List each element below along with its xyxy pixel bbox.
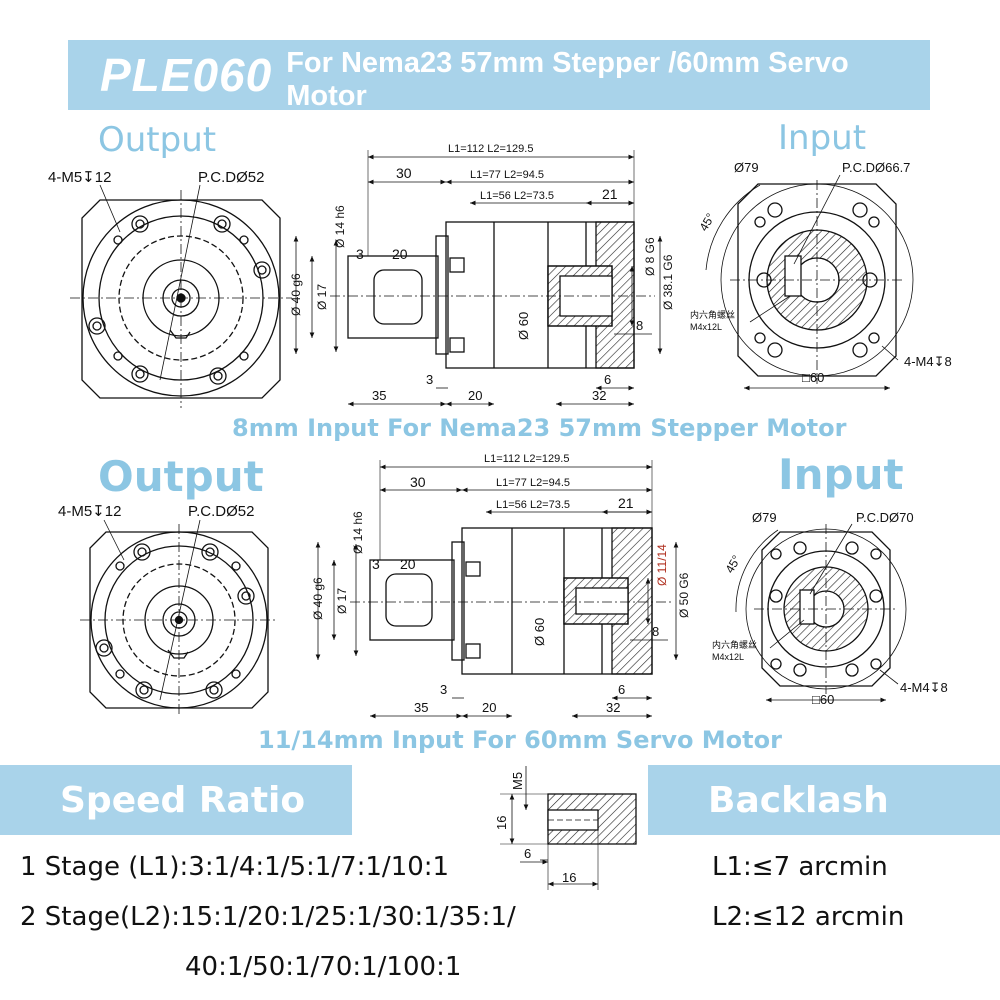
dim-l1-2: L1=56 L2=73.5	[496, 499, 570, 511]
input-view-2	[735, 523, 907, 703]
dim-phi40-1: Ø 40 g6	[289, 273, 303, 316]
input-holes-1: 4-M4↧8	[904, 354, 952, 369]
screw-1: M4x12L	[690, 322, 722, 332]
square-60-2: □60	[812, 692, 834, 707]
detail-16a: 16	[494, 816, 509, 830]
input-pcd-1: P.C.DØ66.7	[842, 160, 910, 175]
dim-l3-2: L1=112 L2=129.5	[484, 453, 569, 465]
dim-phi-input-2: Ø 11/14	[655, 544, 669, 586]
dim-8-2: 8	[652, 624, 659, 639]
dim-20b-2: 20	[482, 700, 496, 715]
input-view-1	[705, 174, 914, 391]
detail-m5: M5	[510, 772, 525, 790]
stage1-ratios: 1 Stage (L1):3:1/4:1/5:1/7:1/10:1	[20, 852, 450, 882]
angle-45-2: 45°	[722, 553, 743, 576]
dim-phi60-1: Ø 60	[516, 312, 531, 340]
dim-phi14-2: Ø 14 h6	[351, 511, 365, 554]
input-label-2: Input	[778, 450, 904, 499]
dim-30-1: 30	[396, 165, 412, 181]
backlash-l2: L2:≤12 arcmin	[712, 902, 905, 932]
output-pcd-2: P.C.DØ52	[188, 503, 254, 520]
side-view-1	[293, 150, 663, 407]
stage2-ratios-line2: 40:1/50:1/70:1/100:1	[185, 952, 462, 982]
dim-8-1: 8	[636, 318, 643, 333]
dim-phi-bore-2: Ø 50 G6	[677, 572, 691, 618]
title-banner: PLE060 For Nema23 57mm Stepper /60mm Ser…	[68, 40, 930, 112]
caption-1: 8mm Input For Nema23 57mm Stepper Motor	[232, 414, 847, 442]
dim-phi40-2: Ø 40 g6	[311, 577, 325, 620]
input-view-1-labels: Ø79 P.C.DØ66.7 45° 内六角螺丝 M4x12L 4-M4↧8 □…	[690, 160, 952, 385]
dim-phi14-1: Ø 14 h6	[333, 205, 347, 248]
dim-20b-1: 20	[468, 388, 482, 403]
output-view-2	[80, 519, 278, 716]
side-view-2-labels: L1=112 L2=129.5 L1=77 L2=94.5 L1=56 L2=7…	[311, 453, 691, 715]
caption-2: 11/14mm Input For 60mm Servo Motor	[258, 726, 782, 754]
detail-drawing	[500, 766, 637, 890]
backlash-l1: L1:≤7 arcmin	[712, 852, 888, 882]
dim-20-2: 20	[400, 556, 416, 572]
angle-45-1: 45°	[696, 211, 717, 234]
dim-l3-1: L1=112 L2=129.5	[448, 143, 533, 155]
detail-16b: 16	[562, 870, 576, 885]
dim-l2-1: L1=77 L2=94.5	[470, 169, 544, 181]
dim-phi17-2: Ø 17	[335, 588, 349, 614]
dim-35-1: 35	[372, 388, 386, 403]
dim-3a-1: 3	[356, 246, 364, 262]
dim-phi-bore-1: Ø 38.1 G6	[661, 254, 675, 310]
output-holes-2: 4-M5↧12	[58, 503, 121, 520]
dim-phi-input-1: Ø 8 G6	[643, 237, 657, 276]
dim-32-2: 32	[606, 700, 620, 715]
side-view-2	[315, 460, 679, 719]
dim-32-1: 32	[592, 388, 606, 403]
square-60-1: □60	[802, 370, 824, 385]
screw-cn-2: 内六角螺丝	[712, 639, 757, 650]
dim-30-2: 30	[410, 474, 426, 490]
output-label-1: Output	[98, 120, 217, 160]
speed-ratio-heading: Speed Ratio	[60, 779, 306, 821]
output-holes-1: 4-M5↧12	[48, 169, 111, 186]
dim-21-1: 21	[602, 186, 618, 202]
screw-2: M4x12L	[712, 652, 744, 662]
detail-labels: M5 16 6 16	[494, 772, 576, 885]
dim-l2-2: L1=77 L2=94.5	[496, 477, 570, 489]
side-view-1-labels: L1=112 L2=129.5 L1=77 L2=94.5 L1=56 L2=7…	[289, 143, 675, 403]
input-holes-2: 4-M4↧8	[900, 680, 948, 695]
title-description: For Nema23 57mm Stepper /60mm Servo Moto…	[286, 47, 849, 112]
dim-3a-2: 3	[372, 556, 380, 572]
dim-3b-2: 3	[440, 682, 447, 697]
backlash-banner: Backlash	[648, 765, 1000, 835]
dim-phi60-2: Ø 60	[532, 618, 547, 646]
detail-6: 6	[524, 846, 531, 861]
dim-6-1: 6	[604, 372, 611, 387]
dim-21-2: 21	[618, 495, 634, 511]
dim-l1-1: L1=56 L2=73.5	[480, 190, 554, 202]
dim-3b-1: 3	[426, 372, 433, 387]
backlash-heading: Backlash	[708, 779, 889, 821]
dim-6-2: 6	[618, 682, 625, 697]
output-label-2: Output	[98, 452, 264, 501]
input-pcd-2: P.C.DØ70	[856, 510, 914, 525]
dim-phi79-1: Ø79	[734, 160, 759, 175]
dim-20-1: 20	[392, 246, 408, 262]
output-pcd-1: P.C.DØ52	[198, 169, 264, 186]
dim-35-2: 35	[414, 700, 428, 715]
output-view-1	[70, 184, 292, 408]
speed-ratio-banner: Speed Ratio	[0, 765, 352, 835]
model-name: PLE060	[100, 49, 273, 101]
input-label-1: Input	[778, 118, 867, 158]
dim-phi79-2: Ø79	[752, 510, 777, 525]
stage2-ratios-line1: 2 Stage(L2):15:1/20:1/25:1/30:1/35:1/	[20, 902, 516, 932]
screw-cn-1: 内六角螺丝	[690, 309, 735, 320]
dim-phi17-1: Ø 17	[315, 284, 329, 310]
